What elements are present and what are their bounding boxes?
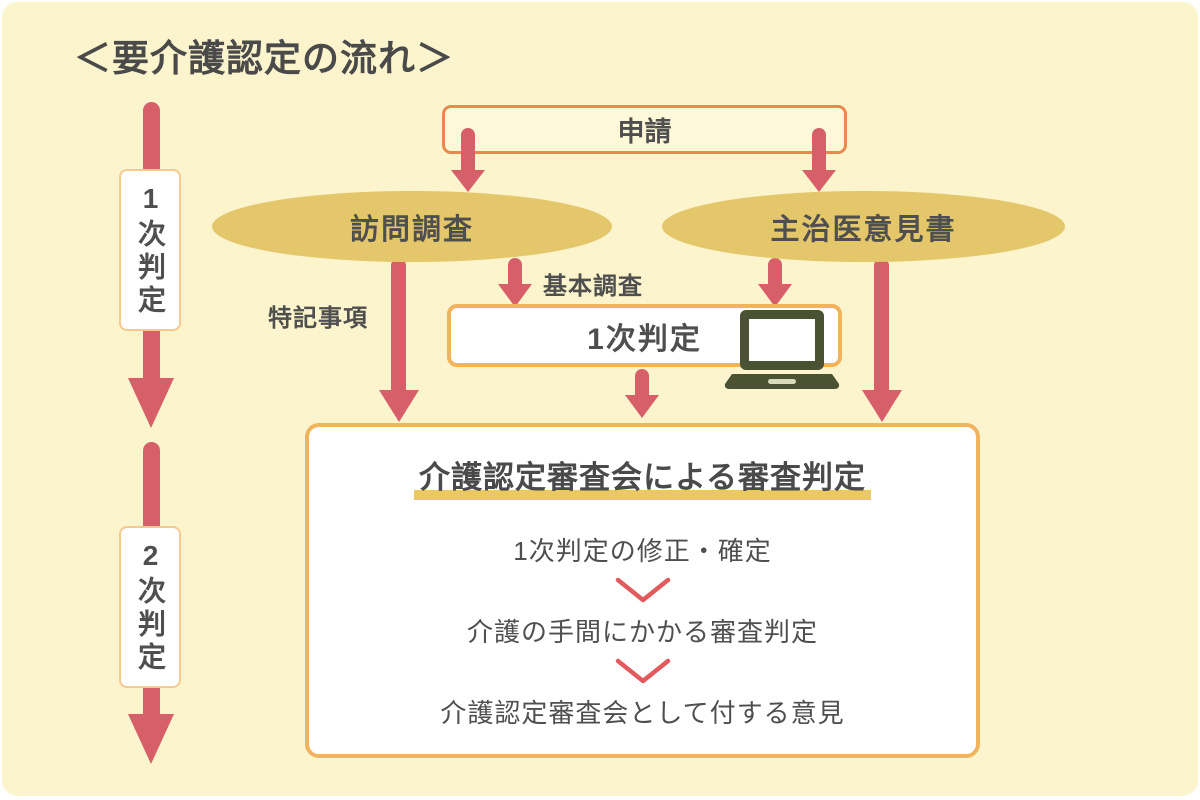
arrow-doctor-opinion-to-review xyxy=(862,258,902,422)
arrow-head xyxy=(498,284,532,307)
arrow-head xyxy=(128,378,174,428)
visit-survey-label: 訪問調査 xyxy=(349,213,474,246)
chevron-down-icon xyxy=(614,576,672,604)
arrow-head xyxy=(625,395,659,418)
stage2-label-box: 2次判定 xyxy=(119,526,181,688)
arrow-shaft xyxy=(391,258,406,392)
arrow-head xyxy=(758,284,792,307)
page-title: ＜要介護認定の流れ＞ xyxy=(74,38,454,79)
arrow-application-to-visit-survey xyxy=(451,128,485,192)
arrow-shaft xyxy=(461,128,475,172)
special-notes-label: 特記事項 xyxy=(268,305,368,332)
laptop-icon xyxy=(724,308,840,390)
arrow-basic-survey-to-primary xyxy=(498,258,532,307)
arrow-application-to-doctor-opinion xyxy=(802,128,836,192)
doctor-opinion-label: 主治医意見書 xyxy=(770,213,957,246)
arrow-visit-survey-to-review xyxy=(379,258,419,422)
arrow-head xyxy=(128,714,174,764)
review-heading-text: 介護認定審査会による審査判定 xyxy=(414,452,871,500)
arrow-head xyxy=(862,390,902,422)
arrow-primary-to-review xyxy=(625,369,659,418)
arrow-shaft xyxy=(768,258,782,286)
arrow-shaft xyxy=(635,369,649,397)
review-step-1: 1次判定の修正・確定 xyxy=(513,536,772,566)
visit-survey-node: 訪問調査 xyxy=(212,191,612,262)
review-committee-box: 介護認定審査会による審査判定 1次判定の修正・確定 介護の手間にかかる審査判定 … xyxy=(305,423,980,758)
arrow-shaft xyxy=(508,258,522,286)
application-node: 申請 xyxy=(442,105,847,154)
primary-judgment-label: 1次判定 xyxy=(587,322,702,356)
chevron-down-icon xyxy=(614,657,672,685)
arrow-head xyxy=(802,170,836,192)
arrow-shaft xyxy=(812,128,826,172)
review-heading: 介護認定審査会による審査判定 xyxy=(414,452,871,500)
application-label: 申請 xyxy=(617,117,672,147)
arrow-head xyxy=(451,170,485,192)
arrow-head xyxy=(379,390,419,422)
stage2-label: 2次判定 xyxy=(135,539,166,675)
review-step-2: 介護の手間にかかる審査判定 xyxy=(466,617,818,647)
basic-survey-label: 基本調査 xyxy=(543,273,643,300)
review-step-3: 介護認定審査会として付する意見 xyxy=(440,698,845,728)
arrow-doctor-opinion-to-primary xyxy=(758,258,792,307)
stage1-label: 1次判定 xyxy=(135,182,166,318)
arrow-shaft xyxy=(874,258,889,392)
doctor-opinion-node: 主治医意見書 xyxy=(662,191,1065,262)
stage1-label-box: 1次判定 xyxy=(119,169,181,331)
